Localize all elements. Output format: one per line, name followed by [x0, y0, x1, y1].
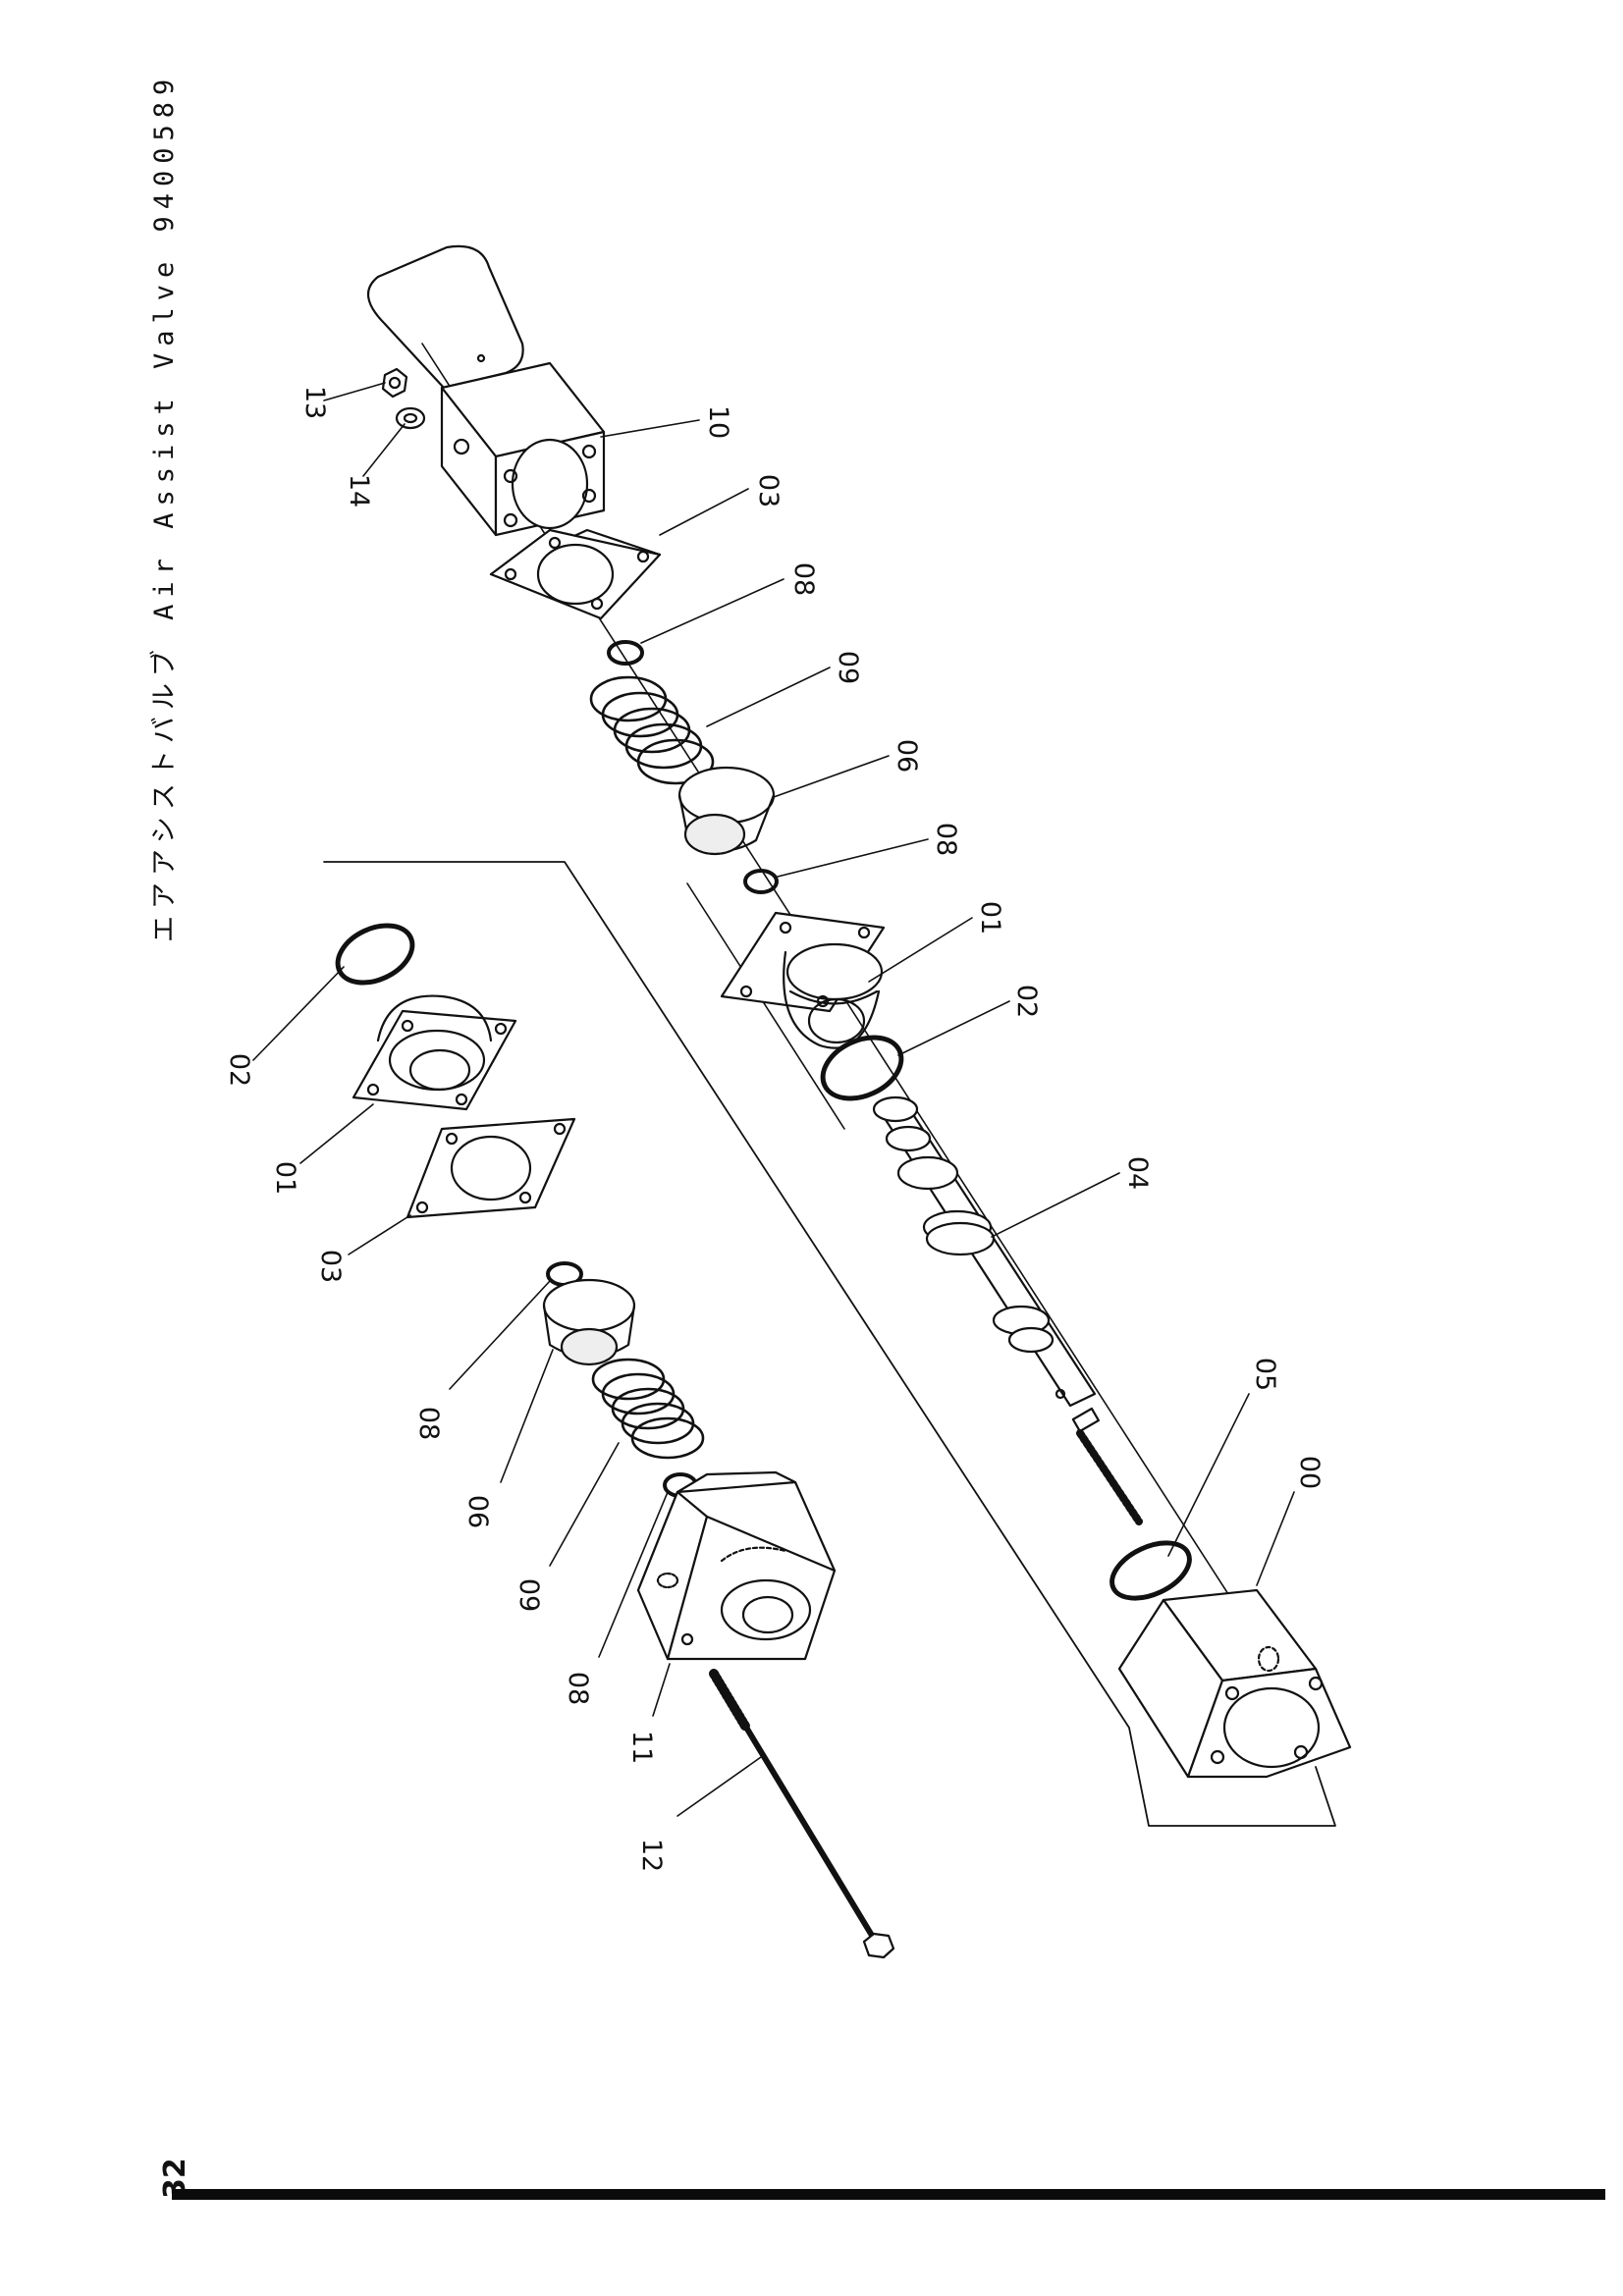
valve-spool	[872, 1095, 1143, 1525]
leader-line-cylinder-housing	[600, 419, 700, 438]
callout-label-nut: 13	[299, 386, 330, 419]
washer	[395, 406, 426, 430]
group-bracket	[323, 861, 1336, 1827]
callout-label-flange-cover: 01	[975, 901, 1005, 934]
callout-label-piston: 06	[892, 739, 922, 773]
leader-line-valve-spool	[991, 1172, 1120, 1238]
callout-label-flange-cover: 01	[270, 1161, 300, 1195]
callout-label-gasket: 03	[315, 1250, 346, 1283]
piston	[542, 1278, 636, 1366]
callout-label-tie-bolt: 12	[636, 1839, 667, 1872]
leader-line-tie-bolt	[676, 1756, 762, 1817]
leader-line-flange-cover	[868, 917, 973, 983]
callout-label-o-ring-small: 08	[563, 1672, 593, 1705]
leader-line-flange-cover	[299, 1103, 374, 1164]
valve-body	[1117, 1588, 1352, 1779]
flange-cover	[352, 994, 517, 1111]
leader-line-o-ring-small	[598, 1491, 669, 1658]
leader-line-piston	[500, 1349, 554, 1483]
callout-label-spring: 09	[514, 1578, 544, 1612]
leader-line-washer	[362, 423, 406, 477]
leader-line-valve-body	[1256, 1491, 1295, 1586]
leader-line-o-ring-small	[449, 1280, 551, 1390]
callout-label-gasket: 03	[753, 474, 784, 507]
cylinder-housing	[367, 244, 606, 537]
leader-line-o-ring-large	[252, 966, 345, 1061]
leader-line-gasket	[659, 488, 749, 536]
leader-line-o-ring-large	[897, 1000, 1010, 1056]
o-ring-large	[335, 923, 415, 986]
o-ring-large	[1109, 1540, 1192, 1601]
o-ring-small	[607, 640, 644, 666]
footer-rule	[172, 2189, 1605, 2200]
gasket	[406, 1117, 576, 1219]
leader-line-o-ring-small	[777, 838, 929, 878]
piston	[677, 766, 776, 856]
leader-line-spring	[706, 667, 831, 727]
callout-label-o-ring-small: 08	[413, 1407, 444, 1440]
end-block	[636, 1470, 837, 1661]
callout-label-o-ring-large: 02	[224, 1053, 254, 1087]
tie-bolt	[709, 1669, 895, 1959]
callout-label-o-ring-small: 08	[788, 562, 819, 596]
callout-label-o-ring-large: 05	[1250, 1358, 1280, 1391]
o-ring-small	[743, 869, 779, 894]
leader-line-o-ring-small	[640, 578, 784, 644]
callout-label-valve-body: 00	[1294, 1456, 1325, 1489]
gasket	[489, 528, 662, 620]
leader-line-nut	[323, 382, 386, 401]
leader-line-end-block	[652, 1663, 671, 1717]
o-ring-large	[820, 1035, 904, 1101]
callout-label-o-ring-large: 02	[1011, 985, 1042, 1018]
callout-label-o-ring-small: 08	[931, 823, 961, 856]
callout-layer: 13 14 10 03 08 09 06 08 01 02 04 05 00 02 01 03 08 06 09 08…	[224, 382, 1325, 1872]
callout-label-end-block: 11	[626, 1731, 657, 1764]
callout-label-valve-spool: 04	[1122, 1156, 1153, 1190]
callout-label-cylinder-housing: 10	[703, 405, 733, 439]
flange-cover	[720, 911, 886, 1049]
callout-label-piston: 06	[462, 1495, 493, 1528]
callout-label-spring: 09	[833, 651, 863, 684]
spring	[589, 675, 715, 785]
callout-label-washer: 14	[344, 474, 374, 507]
leader-line-piston	[773, 755, 890, 798]
nut	[381, 367, 408, 399]
spring	[591, 1358, 705, 1460]
leader-line-o-ring-large	[1167, 1393, 1250, 1557]
leader-line-spring	[549, 1442, 620, 1567]
leader-line-gasket	[348, 1214, 411, 1255]
